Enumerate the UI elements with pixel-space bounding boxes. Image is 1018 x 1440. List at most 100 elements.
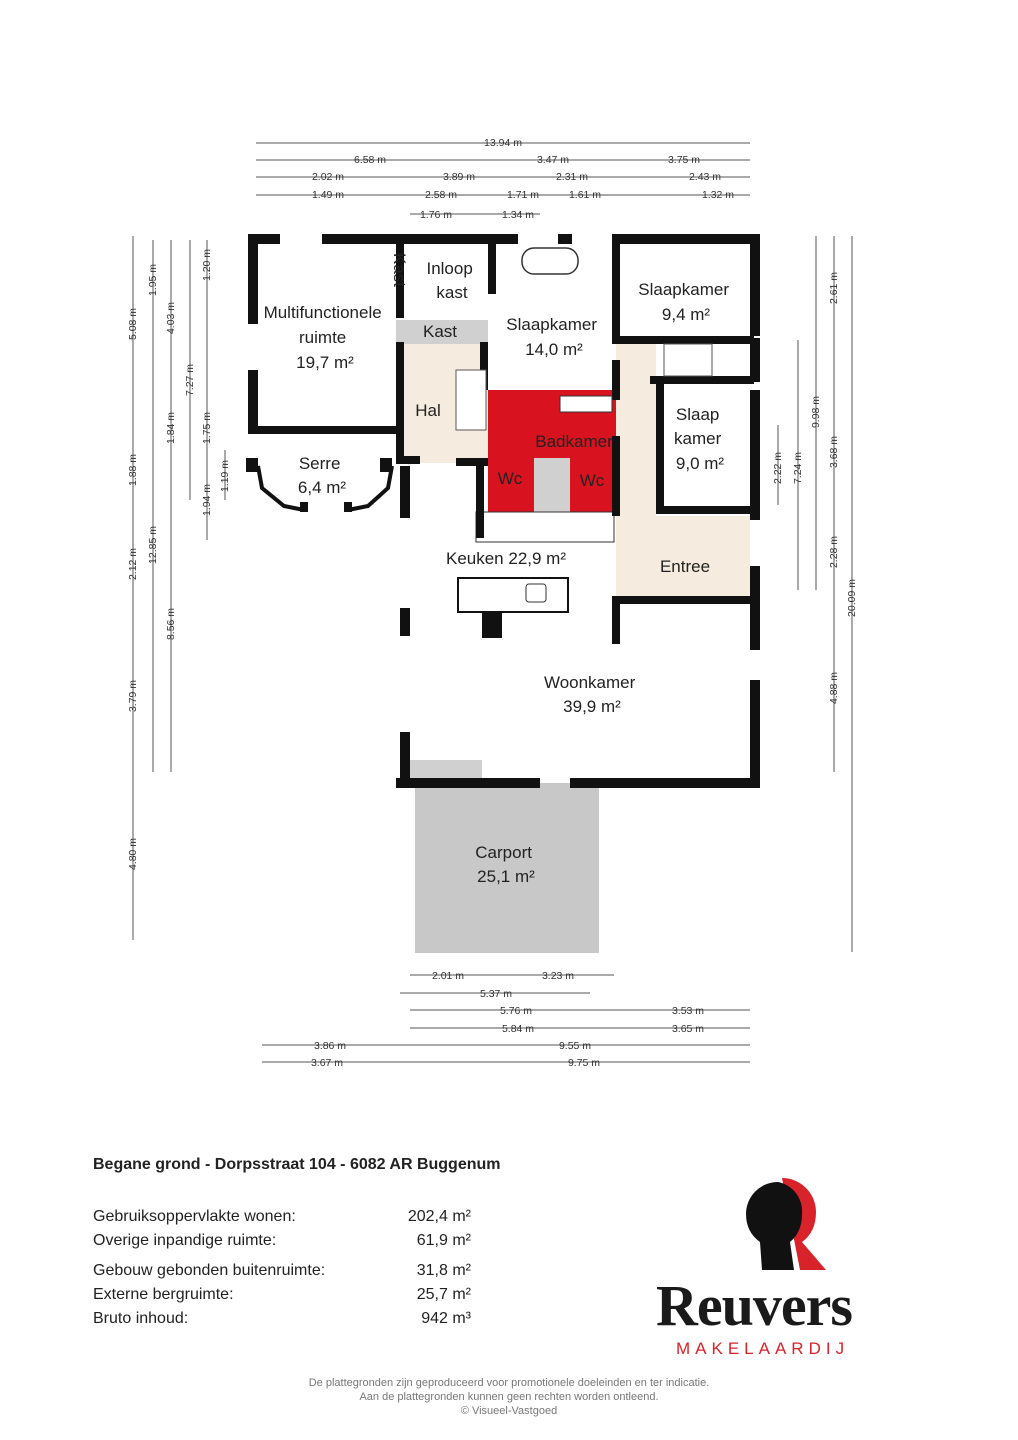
floor-plan: 13.94 m 6.58 m 3.47 m 3.75 m 2.02 m 3.89… xyxy=(127,137,858,1069)
dim-label: 5.37 m xyxy=(480,988,512,1000)
dim-label: 12.85 m xyxy=(147,526,159,564)
room-line: ruimte xyxy=(299,328,346,347)
dim-label: 1.34 m xyxy=(502,209,534,221)
disclaimer: De plattegronden zijn geproduceerd voor … xyxy=(0,1376,1018,1418)
stat-label: Externe bergruimte: xyxy=(93,1286,234,1303)
dim-label: 1.84 m xyxy=(165,412,177,444)
dim-label: 2.22 m xyxy=(772,452,784,484)
entree-fill-2 xyxy=(656,516,750,600)
room-label-kast-2: Kast xyxy=(390,253,409,287)
stat-value: 202,4 m² xyxy=(407,1208,471,1225)
plan-title: Begane grond - Dorpsstraat 104 - 6082 AR… xyxy=(93,1156,501,1173)
stat-label: Gebruiksoppervlakte wonen: xyxy=(93,1208,296,1225)
brand-subtitle: MAKELAARDIJ xyxy=(676,1339,850,1358)
room-label-hal: Hal xyxy=(415,401,441,420)
room-label-serre: Serre 6,4 m² xyxy=(298,454,347,497)
dim-label: 1.49 m xyxy=(312,189,344,201)
room-line: Serre xyxy=(299,454,341,473)
brand-name: Reuvers xyxy=(656,1273,853,1338)
dim-label: 6.58 m xyxy=(354,154,386,166)
dim-label: 1.76 m xyxy=(420,209,452,221)
room-line: Slaap xyxy=(676,405,719,424)
dim-label: 4.03 m xyxy=(165,302,177,334)
dim-label: 9.55 m xyxy=(559,1040,591,1052)
dim-label: 4.88 m xyxy=(828,672,840,704)
dim-label: 1.95 m xyxy=(147,264,159,296)
room-line: 25,1 m² xyxy=(477,867,535,886)
dim-label: 3.65 m xyxy=(672,1023,704,1035)
dim-label: 20.09 m xyxy=(846,579,858,617)
stat-row: Overige inpandige ruimte: 61,9 m² xyxy=(93,1232,493,1256)
dim-label: 1.88 m xyxy=(127,454,139,486)
stat-value: 61,9 m² xyxy=(416,1232,471,1249)
room-line: 39,9 m² xyxy=(563,697,621,716)
stat-row: Externe bergruimte: 25,7 m² xyxy=(93,1286,493,1310)
disclaimer-line: Aan de plattegronden kunnen geen rechten… xyxy=(359,1391,659,1403)
dim-label: 3.89 m xyxy=(443,171,475,183)
stat-value: 942 m³ xyxy=(421,1310,471,1327)
kitchen-island xyxy=(457,577,569,613)
room-line: Slaapkamer xyxy=(638,280,729,299)
dim-label: 1.94 m xyxy=(201,484,213,516)
keyhole-logo-icon xyxy=(746,1178,826,1270)
carport-fill xyxy=(415,783,599,953)
dim-label: 5.76 m xyxy=(500,1005,532,1017)
room-label-slaapkamer-1: Slaapkamer 14,0 m² xyxy=(506,315,601,359)
room-label-slaapkamer-2: Slaapkamer 9,4 m² xyxy=(638,280,733,324)
dim-label: 2.01 m xyxy=(432,970,464,982)
kast-fill xyxy=(396,320,488,344)
dim-label: 9.98 m xyxy=(810,396,822,428)
room-fills xyxy=(396,320,750,953)
stat-row: Bruto inhoud: 942 m³ xyxy=(93,1310,493,1334)
dim-label: 7.27 m xyxy=(184,364,196,396)
left-dimensions: 5.08 m 1.95 m 4.03 m 1.20 m 7.27 m 1.84 … xyxy=(127,249,231,870)
room-line: 14,0 m² xyxy=(525,340,583,359)
staircase xyxy=(455,369,487,431)
dim-label: 5.84 m xyxy=(502,1023,534,1035)
dimension-lines xyxy=(132,142,853,1063)
staircase-2 xyxy=(663,343,713,377)
room-label-wc-1: Wc xyxy=(498,469,523,488)
stat-row: Gebruiksoppervlakte wonen: 202,4 m² xyxy=(93,1208,493,1232)
kitchen-counter xyxy=(475,511,615,543)
dim-label: 1.32 m xyxy=(702,189,734,201)
stat-value: 25,7 m² xyxy=(416,1286,471,1303)
area-stats: Gebruiksoppervlakte wonen: 202,4 m² Over… xyxy=(93,1208,493,1334)
dim-label: 1.71 m xyxy=(507,189,539,201)
dim-label: 3.47 m xyxy=(537,154,569,166)
top-dimensions: 13.94 m 6.58 m 3.47 m 3.75 m 2.02 m 3.89… xyxy=(312,137,734,221)
dim-label: 2.31 m xyxy=(556,171,588,183)
right-dimensions: 2.61 m 9.98 m 3.68 m 7.24 m 2.22 m 2.28 … xyxy=(772,272,858,704)
sink-double xyxy=(559,395,613,413)
room-label-woonkamer: Woonkamer 39,9 m² xyxy=(544,673,640,716)
room-line: 6,4 m² xyxy=(298,478,347,497)
stat-row: Gebouw gebonden buitenruimte: 31,8 m² xyxy=(93,1262,493,1286)
dim-label: 3.86 m xyxy=(314,1040,346,1052)
dim-label: 2.12 m xyxy=(127,548,139,580)
dim-label: 3.23 m xyxy=(542,970,574,982)
room-line: 9,4 m² xyxy=(662,305,711,324)
kitchen-sink xyxy=(525,583,547,603)
garage-box xyxy=(408,760,482,782)
disclaimer-line: © Visueel-Vastgoed xyxy=(460,1405,558,1417)
dim-label: 2.43 m xyxy=(689,171,721,183)
disclaimer-line: De plattegronden zijn geproduceerd voor … xyxy=(308,1377,710,1389)
room-line: 9,0 m² xyxy=(676,454,725,473)
dim-label: 7.24 m xyxy=(792,452,804,484)
dim-label: 2.02 m xyxy=(312,171,344,183)
bottom-dimensions: 2.01 m 3.23 m 5.37 m 5.76 m 3.53 m 5.84 … xyxy=(311,970,704,1069)
room-labels: Multifunctionele ruimte 19,7 m² Inloop k… xyxy=(264,253,733,886)
dim-label: 3.79 m xyxy=(127,680,139,712)
shower-fill xyxy=(534,458,570,512)
dim-label: 1.75 m xyxy=(201,412,213,444)
dim-label: 9.75 m xyxy=(568,1057,600,1069)
room-label-slaapkamer-3: Slaap kamer 9,0 m² xyxy=(674,405,726,473)
bathtub xyxy=(521,247,579,275)
room-line: 19,7 m² xyxy=(296,353,354,372)
stat-value: 31,8 m² xyxy=(416,1262,471,1279)
room-label-inloop-kast: Inloop kast xyxy=(426,259,477,302)
dim-label: 13.94 m xyxy=(484,137,522,149)
room-line: Inloop xyxy=(426,259,472,278)
room-label-badkamer: Badkamer xyxy=(535,432,613,451)
stat-label: Overige inpandige ruimte: xyxy=(93,1232,277,1249)
